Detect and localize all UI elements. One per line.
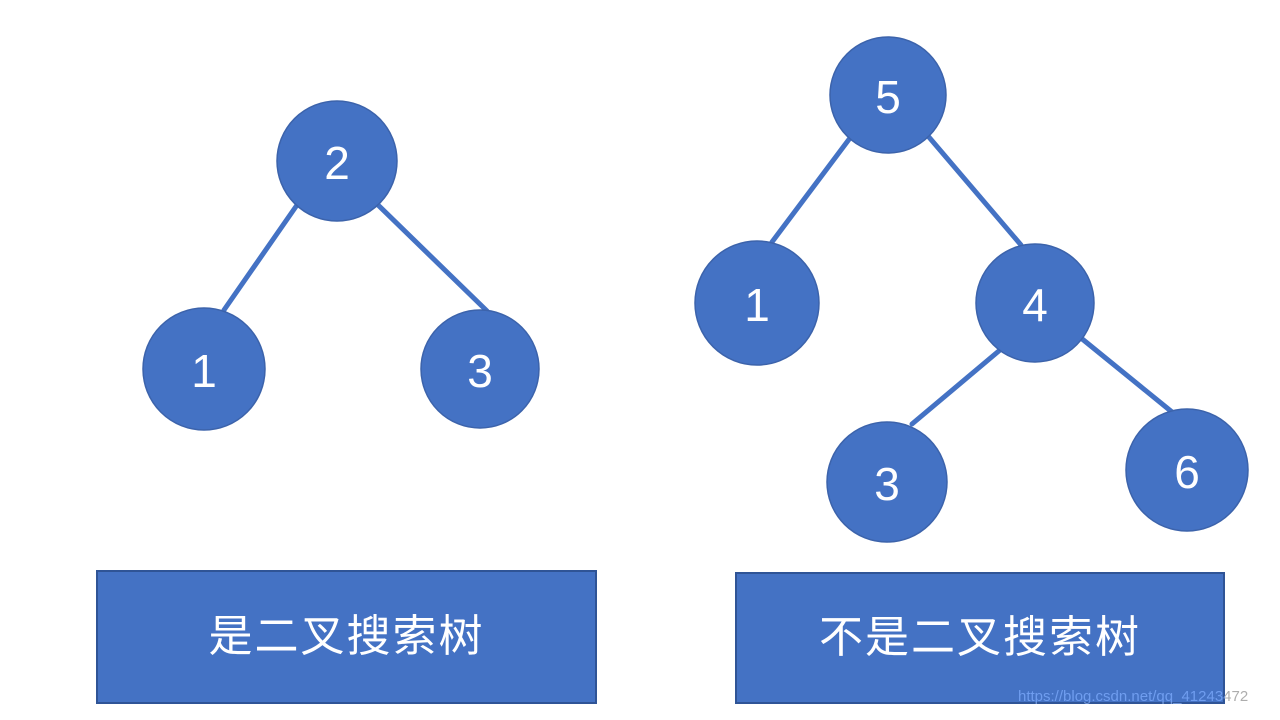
- edge-2-to-1: [221, 202, 300, 313]
- node-label: 3: [467, 345, 493, 397]
- node-circle[interactable]: [975, 243, 1095, 363]
- tree-node-right-root[interactable]: 5: [829, 36, 947, 154]
- node-circle[interactable]: [826, 421, 948, 543]
- right-tree-edges: [769, 133, 1175, 427]
- edge-2-to-3: [375, 202, 490, 314]
- caption-label: 不是二叉搜索树: [819, 613, 1141, 662]
- node-label: 2: [324, 137, 350, 189]
- caption-label: 是二叉搜索树: [208, 612, 485, 661]
- node-circle[interactable]: [1125, 408, 1249, 532]
- caption-box-is-bst[interactable]: 是二叉搜索树: [96, 570, 597, 704]
- tree-node-right-grandchild-left[interactable]: 3: [826, 421, 948, 543]
- tree-node-left-root[interactable]: 2: [276, 100, 398, 222]
- caption-box-not-bst[interactable]: 不是二叉搜索树: [735, 572, 1225, 704]
- tree-node-right-grandchild-right[interactable]: 6: [1125, 408, 1249, 532]
- right-tree-nodes: 5 1 4 3 6: [694, 36, 1249, 543]
- edge-5-to-1: [769, 135, 853, 245]
- node-circle[interactable]: [142, 307, 266, 431]
- left-tree-nodes: 2 1 3: [142, 100, 540, 431]
- node-circle[interactable]: [694, 240, 820, 366]
- tree-node-right-right-child[interactable]: 4: [975, 243, 1095, 363]
- edge-4-to-3: [909, 347, 1003, 427]
- tree-node-left-right-child[interactable]: 3: [420, 309, 540, 429]
- edge-5-to-4: [925, 133, 1024, 248]
- node-label: 1: [744, 279, 770, 331]
- node-circle[interactable]: [420, 309, 540, 429]
- node-label: 5: [875, 71, 901, 123]
- node-label: 4: [1022, 279, 1048, 331]
- node-label: 1: [191, 345, 217, 397]
- edge-4-to-6: [1078, 335, 1175, 415]
- node-label: 6: [1174, 446, 1200, 498]
- node-circle[interactable]: [829, 36, 947, 154]
- tree-node-left-left-child[interactable]: 1: [142, 307, 266, 431]
- tree-node-right-left-child[interactable]: 1: [694, 240, 820, 366]
- node-label: 3: [874, 458, 900, 510]
- node-circle[interactable]: [276, 100, 398, 222]
- left-tree-edges: [221, 202, 490, 314]
